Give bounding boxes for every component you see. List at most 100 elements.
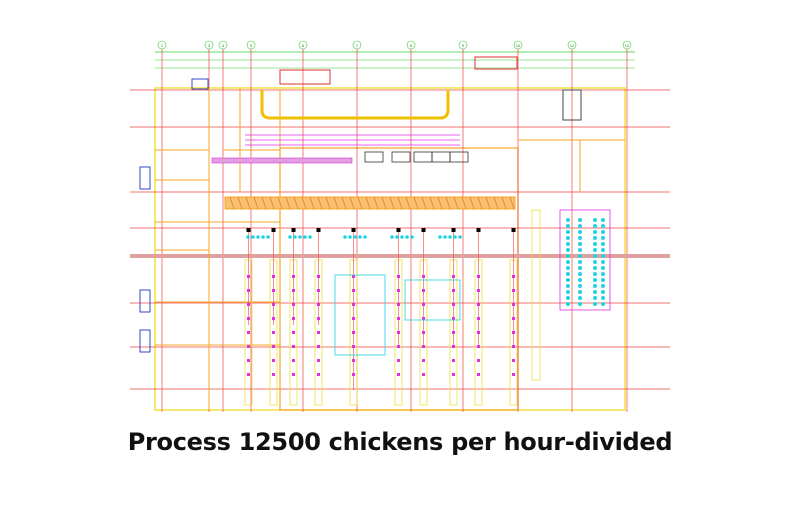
evisceration-hook [405,196,411,210]
workstation [477,289,480,292]
workstation [452,359,455,362]
packing-unit [578,260,582,264]
equipment-unit [443,235,447,239]
equipment-unit [246,235,250,239]
evisceration-hook [485,196,491,210]
packing-unit [578,290,582,294]
workstation [292,373,295,376]
rail-node [291,228,296,232]
equipment-unit [288,235,292,239]
packing-unit [578,296,582,300]
packing-unit [566,260,570,264]
packing-unit [566,278,570,282]
grid-axis-bubble [204,40,214,50]
evisceration-hook [429,196,435,210]
evisceration-hook [285,196,291,210]
packing-unit [578,224,582,228]
equipment-unit [303,235,307,239]
rail-node [316,228,321,232]
workstation [317,373,320,376]
workstation [422,373,425,376]
workstation [512,345,515,348]
workstation [292,303,295,306]
outer-wall [154,87,626,411]
live-bird-cages [474,56,518,70]
packing-unit [593,284,597,288]
rail-node [511,228,516,232]
packing-unit [593,266,597,270]
workstation [477,345,480,348]
stair [139,166,151,190]
workstation [317,275,320,278]
evisceration-hook [397,196,403,210]
packing-unit [566,272,570,276]
packing-unit [601,242,605,246]
grid-axis-label: 10 [516,43,521,48]
workstation [352,275,355,278]
spiral-freezer-conveyor [531,209,541,381]
equipment-unit [353,235,357,239]
packing-unit [593,224,597,228]
evisceration-hook [365,196,371,210]
live-bird-cages [279,69,331,85]
evisceration-hook [509,196,515,210]
workstation [272,317,275,320]
workstation [247,345,250,348]
packing-unit [566,248,570,252]
grid-axis-bubble [298,40,308,50]
workstation [352,289,355,292]
workstation [272,345,275,348]
rail-node [451,228,456,232]
packing-unit [593,254,597,258]
equipment-unit [448,235,452,239]
conveyor-frame [404,279,461,321]
packing-unit [601,296,605,300]
evisceration-hook [357,196,363,210]
equipment-unit [343,235,347,239]
packing-unit [566,296,570,300]
workstation [452,331,455,334]
workstation [452,345,455,348]
grid-axis-label: 1 [161,43,164,48]
grid-axis-label: 7 [356,43,359,48]
evisceration-hook [229,196,235,210]
packing-unit [566,254,570,258]
grid-axis-label: 5 [250,43,253,48]
evisceration-hook [477,196,483,210]
workstation [452,275,455,278]
workstation [452,317,455,320]
packing-unit [578,230,582,234]
workstation [292,289,295,292]
evisceration-hook [381,196,387,210]
evisceration-hook [469,196,475,210]
plucker [364,151,384,163]
workstation [512,275,515,278]
workstation [247,275,250,278]
packing-unit [601,284,605,288]
equipment-unit [261,235,265,239]
workstation [512,359,515,362]
packing-unit [566,290,570,294]
packing-unit [601,230,605,234]
grid-axis-bubble [567,40,577,50]
packing-unit [566,242,570,246]
evisceration-hook [373,196,379,210]
generator [562,89,582,121]
packing-unit [601,218,605,222]
stair [191,78,209,90]
equipment-unit [395,235,399,239]
workstation [422,303,425,306]
workstation [272,331,275,334]
packing-unit [601,260,605,264]
evisceration-hook [245,196,251,210]
equipment-unit [348,235,352,239]
workstation [352,359,355,362]
workstation [247,317,250,320]
evisceration-hook [493,196,499,210]
workstation [247,303,250,306]
evisceration-hook [261,196,267,210]
packing-unit [593,290,597,294]
workstation [272,303,275,306]
workstation [272,359,275,362]
caption-title: Process 12500 chickens per hour-divided [127,428,673,456]
